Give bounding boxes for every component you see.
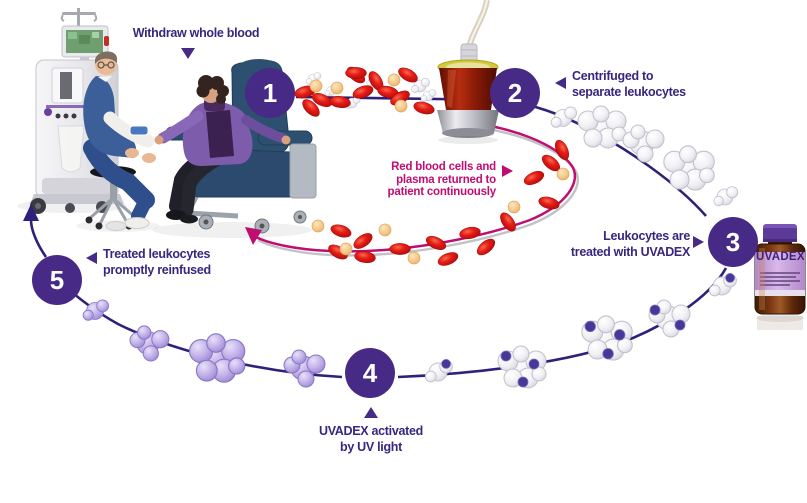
blood-cells-layer <box>82 66 739 389</box>
uvadex-vial-label: UVADEX <box>756 251 804 263</box>
step-2-circle: 2 <box>490 68 540 118</box>
apheresis-machine-illustration <box>30 8 124 214</box>
step-4-pointer-icon <box>364 407 378 418</box>
step-5-label: Treated leukocytes promptly reinfused <box>103 247 211 277</box>
return-arrowhead <box>245 227 262 245</box>
uvadex-vial-illustration <box>754 224 806 330</box>
centrifuge-illustration <box>437 0 499 144</box>
step-4-label: UVADEX activated by UV light <box>318 424 424 454</box>
return-note: Red blood cells and plasma returned to p… <box>387 161 497 199</box>
step-1-pointer-icon <box>181 48 195 59</box>
step-3-circle: 3 <box>708 217 758 267</box>
return-note-pointer-icon <box>502 165 513 177</box>
step-2-label: Centrifuged to separate leukocytes <box>572 69 686 99</box>
step-5-pointer-icon <box>86 252 97 264</box>
step-1-circle: 1 <box>245 68 295 118</box>
nurse-illustration <box>83 51 156 231</box>
step-3-pointer-icon <box>693 236 704 248</box>
step-4-circle: 4 <box>345 348 395 398</box>
reinfusion-arrowhead <box>23 204 39 221</box>
step-3-label: Leukocytes are treated with UVADEX <box>570 229 690 259</box>
step-5-circle: 5 <box>32 255 82 305</box>
return-loop-magenta <box>253 120 577 253</box>
step-1-label: Withdraw whole blood <box>132 26 260 40</box>
step-2-pointer-icon <box>555 77 566 89</box>
return-line-gray <box>257 124 580 257</box>
